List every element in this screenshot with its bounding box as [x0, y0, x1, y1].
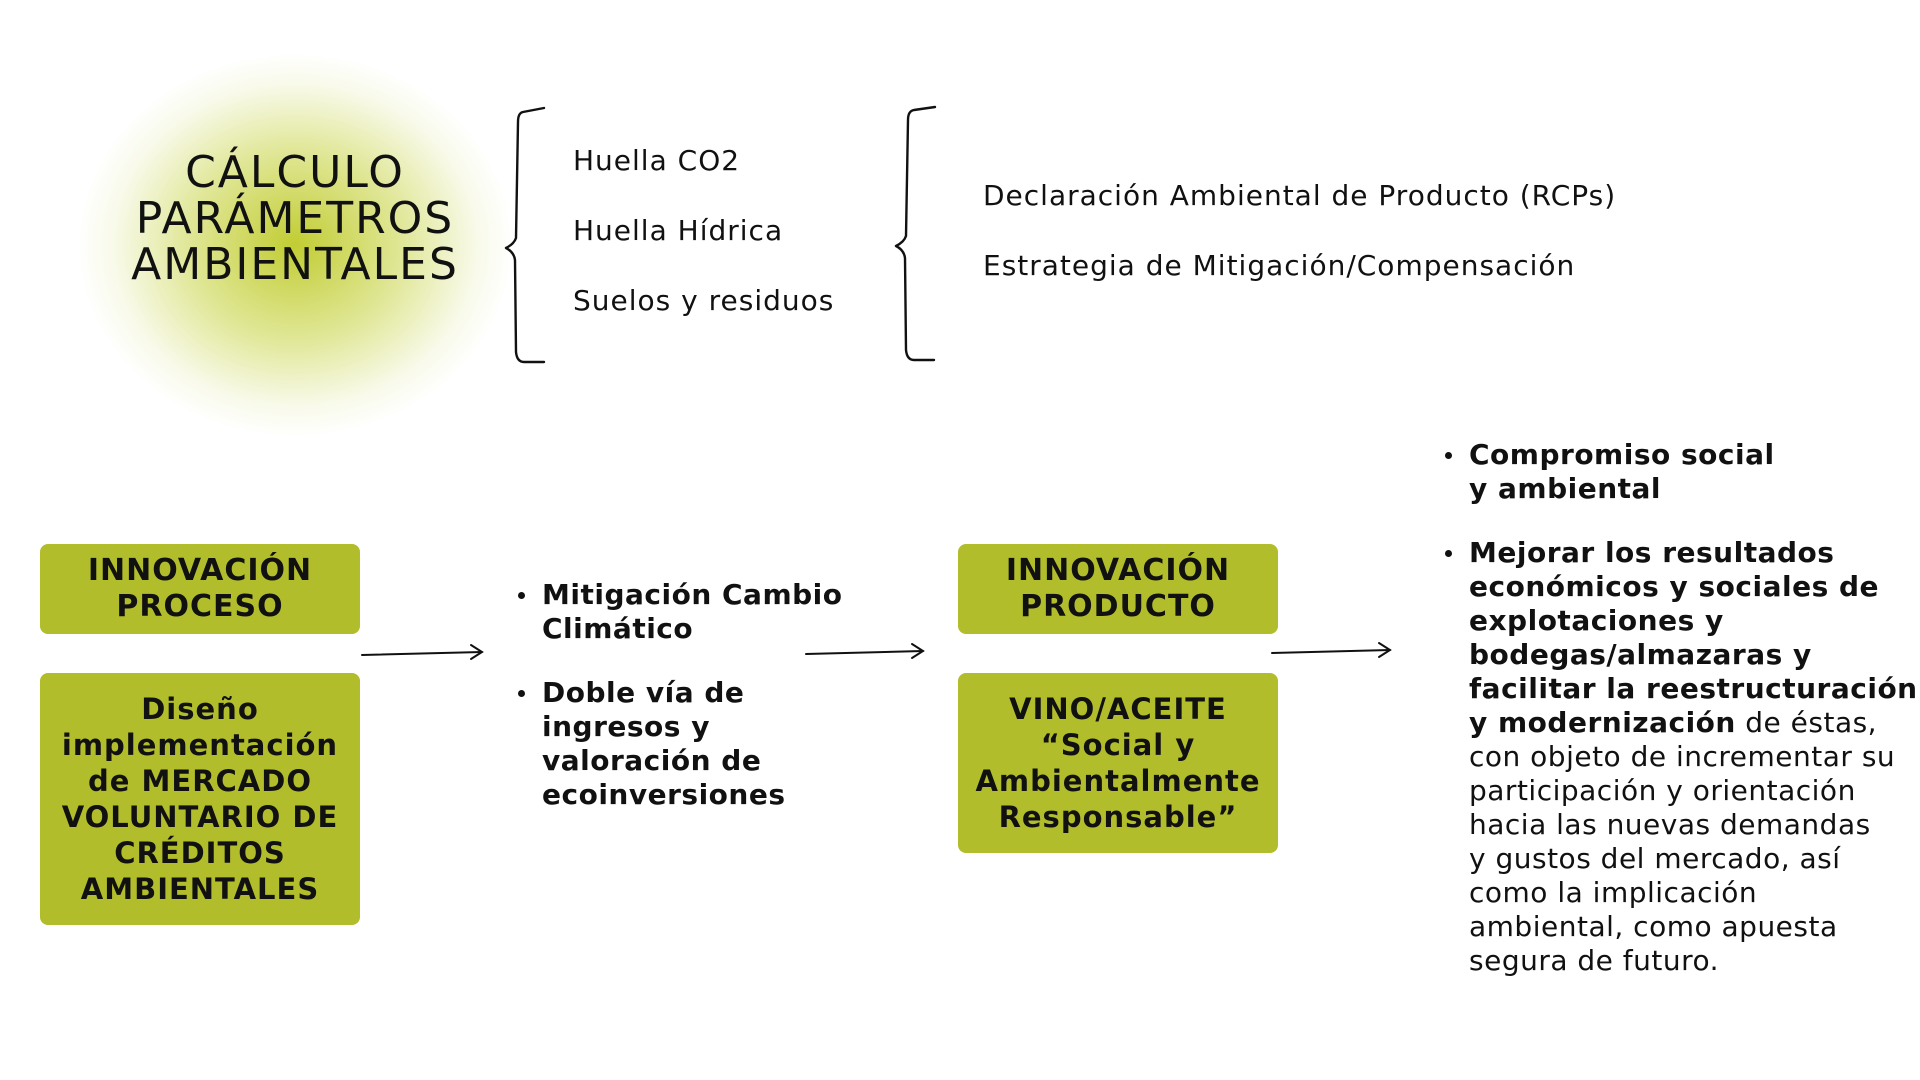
- list-item: Compromiso social y ambiental: [1443, 438, 1913, 506]
- process-innovation-box: INNOVACIÓN PROCESO: [40, 544, 360, 634]
- list-item-line: Mitigación Cambio: [542, 578, 843, 611]
- left-brace: [504, 106, 546, 364]
- bold-phrase: y modernización: [1469, 706, 1736, 739]
- list-item-line: económicos y sociales de: [1469, 570, 1880, 603]
- list-item-line: participación y orientación: [1469, 774, 1856, 807]
- arrow-middle: [805, 643, 925, 659]
- product-description-box: VINO/ACEITE “Social y Ambientalmente Res…: [958, 673, 1278, 853]
- list-item-line: ingresos y: [542, 710, 710, 743]
- plain-phrase: de éstas,: [1735, 706, 1878, 739]
- title-glow: [80, 55, 510, 435]
- product-innovation-box: INNOVACIÓN PRODUCTO: [958, 544, 1278, 634]
- middle-bullet-list: Mitigación Cambio Climático Doble vía de…: [516, 578, 876, 842]
- box-text-line: AMBIENTALES: [80, 872, 320, 906]
- list-item-line: facilitar la reestructuración: [1469, 672, 1918, 705]
- box-header-line: INNOVACIÓN: [87, 553, 313, 588]
- list-item-line: y gustos del mercado, así: [1469, 842, 1841, 875]
- list-item-line: Doble vía de: [542, 676, 745, 709]
- box-text-line: “Social y: [1040, 728, 1196, 762]
- box-text-line: Responsable”: [998, 800, 1238, 834]
- list-item-line: hacia las nuevas demandas: [1469, 808, 1871, 841]
- right-bullet-list: Compromiso social y ambiental Mejorar lo…: [1443, 438, 1918, 1008]
- list-item: Mitigación Cambio Climático: [516, 578, 876, 646]
- page-title: CÁLCULO PARÁMETROS AMBIENTALES: [100, 150, 490, 288]
- box-text-line: de MERCADO: [88, 764, 312, 798]
- box-header-line: PRODUCTO: [1020, 589, 1216, 624]
- list-item-line: como la implicación: [1469, 876, 1758, 909]
- box-text-line: Diseño: [141, 692, 259, 726]
- box-text-line: Ambientalmente: [975, 764, 1261, 798]
- title-line: CÁLCULO: [185, 147, 405, 198]
- output-item: Estrategia de Mitigación/Compensación: [983, 249, 1576, 282]
- box-text-line: VINO/ACEITE: [1009, 692, 1227, 726]
- box-text-line: VOLUNTARIO DE: [61, 800, 339, 834]
- list-item-line: y modernización de éstas,: [1469, 706, 1913, 740]
- list-item-line: bodegas/almazaras y: [1469, 638, 1812, 671]
- list-item-line: y ambiental: [1469, 472, 1662, 505]
- param-item: Suelos y residuos: [573, 284, 835, 317]
- list-item-line: segura de futuro.: [1469, 944, 1720, 977]
- process-description-box: Diseño implementación de MERCADO VOLUNTA…: [40, 673, 360, 925]
- list-item-line: Compromiso social: [1469, 438, 1775, 471]
- list-item: Mejorar los resultados económicos y soci…: [1443, 536, 1918, 978]
- list-item-line: explotaciones y: [1469, 604, 1724, 637]
- title-line: PARÁMETROS: [135, 193, 455, 244]
- output-item: Declaración Ambiental de Producto (RCPs): [983, 179, 1617, 212]
- arrow-product: [1271, 642, 1392, 658]
- list-item-line: valoración de: [542, 744, 762, 777]
- list-item-line: ecoinversiones: [542, 778, 786, 811]
- arrow-process: [361, 644, 484, 660]
- right-brace: [894, 105, 937, 362]
- list-item-line: Mejorar los resultados: [1469, 536, 1835, 569]
- box-header-line: PROCESO: [116, 589, 284, 624]
- box-text-line: CRÉDITOS: [114, 836, 286, 870]
- param-item: Huella CO2: [573, 144, 741, 177]
- list-item: Doble vía de ingresos y valoración de ec…: [516, 676, 876, 812]
- list-item-line: con objeto de incrementar su: [1469, 740, 1896, 773]
- box-text-line: implementación: [61, 728, 339, 762]
- box-header-line: INNOVACIÓN: [1005, 553, 1231, 588]
- list-item-line: Climático: [542, 612, 694, 645]
- list-item-line: ambiental, como apuesta: [1469, 910, 1838, 943]
- param-item: Huella Hídrica: [573, 214, 784, 247]
- title-line: AMBIENTALES: [131, 239, 459, 290]
